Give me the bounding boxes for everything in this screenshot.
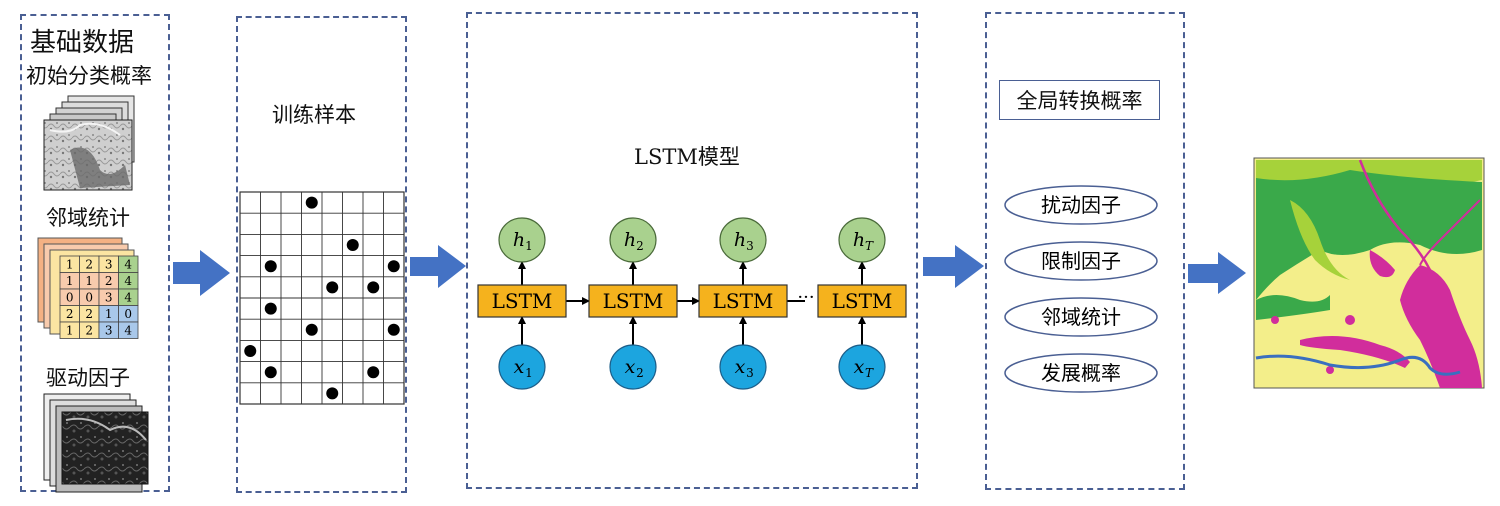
sample-point	[367, 366, 380, 379]
hidden-state-node	[838, 217, 886, 263]
input-label: x	[854, 356, 865, 378]
hidden-state-subscript: 1	[525, 239, 533, 253]
lstm-cell-label: LSTM	[603, 289, 664, 313]
neighbor-cell-value: 1	[85, 274, 93, 288]
input-label: x	[735, 356, 746, 378]
arrow-2	[410, 245, 466, 288]
neighbor-cell-value: 0	[66, 291, 74, 305]
neighbor-cell-value: 3	[105, 324, 113, 338]
factor-label: 发展概率	[1041, 361, 1121, 385]
lstm-cell-label: LSTM	[832, 289, 893, 313]
global-probability-title-box: 全局转换概率	[999, 80, 1160, 120]
arrow-4	[1188, 252, 1246, 294]
result-map	[1253, 157, 1485, 389]
sample-point	[305, 323, 318, 336]
input-node	[719, 344, 767, 390]
sample-point	[367, 281, 380, 294]
global-probability-title: 全局转换概率	[1016, 89, 1143, 113]
neighbor-cell-value: 1	[105, 307, 113, 321]
hidden-state-node	[498, 217, 546, 263]
input-node	[498, 344, 546, 390]
factor-ellipse	[1004, 241, 1158, 281]
lstm-cell	[477, 284, 567, 318]
arrow-1	[173, 250, 230, 296]
driver-factors-stack	[43, 393, 149, 493]
training-sample-grid	[239, 191, 405, 405]
neighbor-cell-value: 4	[124, 324, 132, 338]
neighbor-cell-value: 2	[85, 258, 93, 272]
lstm-cell-label: LSTM	[713, 289, 774, 313]
neighbor-cell-value: 1	[66, 258, 74, 272]
sample-point	[387, 260, 400, 273]
hidden-state-node	[719, 217, 767, 263]
neighbor-cell-value: 2	[105, 274, 113, 288]
neighbor-cell	[118, 321, 139, 339]
lstm-cell	[698, 284, 788, 318]
hidden-state-node	[609, 217, 657, 263]
neighbor-cell-value: 1	[66, 274, 74, 288]
training-samples-title: 训练样本	[272, 103, 356, 127]
lstm-cell	[817, 284, 907, 318]
neighbor-cell-value: 2	[85, 324, 93, 338]
neighbor-cell-value: 3	[105, 258, 113, 272]
sample-point	[326, 387, 339, 400]
sample-point	[326, 281, 339, 294]
factor-ellipse	[1004, 297, 1158, 337]
factor-label: 邻域统计	[1041, 305, 1121, 329]
lstm-model-title: LSTM模型	[634, 145, 740, 169]
panel-lstm-model	[466, 12, 918, 489]
initial-probability-stack	[43, 95, 135, 191]
factor-label: 限制因子	[1041, 249, 1121, 273]
hidden-state-label: h	[624, 229, 636, 251]
arrow-3	[923, 245, 984, 288]
factor-ellipse	[1004, 185, 1158, 225]
input-label: x	[625, 356, 636, 378]
flow-arrows	[173, 245, 1246, 296]
hidden-state-label: h	[734, 229, 746, 251]
neighbor-cell-value: 2	[66, 307, 74, 321]
hidden-state-subscript: 2	[636, 239, 644, 253]
hidden-state-label: h	[853, 229, 865, 251]
neighbor-cell-value: 4	[124, 274, 132, 288]
factor-ellipse	[1004, 353, 1158, 393]
sample-point	[264, 302, 277, 315]
base-data-title: 基础数据	[30, 28, 135, 58]
sample-point	[387, 323, 400, 336]
factor-label: 扰动因子	[1041, 193, 1121, 217]
hidden-state-subscript: 3	[746, 239, 754, 253]
sample-point	[244, 345, 257, 357]
neighbor-cell-value: 2	[85, 307, 93, 321]
sample-point	[346, 239, 359, 251]
neighbor-cell-value: 0	[124, 307, 132, 321]
panel-training-samples	[236, 16, 407, 493]
input-subscript: 2	[636, 366, 644, 380]
neighbor-cell-value: 1	[66, 324, 74, 338]
input-subscript: 1	[525, 366, 533, 380]
neighborhood-label: 邻域统计	[46, 206, 130, 230]
hidden-state-label: h	[513, 229, 525, 251]
input-label: x	[514, 356, 525, 378]
lstm-ellipsis: ···	[797, 287, 814, 308]
neighbor-cell-value: 4	[124, 291, 132, 305]
sample-point	[305, 196, 318, 209]
lstm-cell	[588, 284, 678, 318]
panel-global-probability	[985, 12, 1185, 490]
initial-probability-label: 初始分类概率	[26, 64, 152, 88]
neighbor-cell-value: 0	[85, 291, 93, 305]
neighbor-cell-value: 3	[105, 291, 113, 305]
input-node	[838, 344, 886, 390]
sample-point	[264, 260, 277, 273]
input-subscript: T	[865, 366, 874, 380]
neighbor-cell-value: 4	[124, 258, 132, 272]
driver-factors-label: 驱动因子	[46, 366, 130, 390]
hidden-state-subscript: T	[865, 239, 874, 253]
input-subscript: 3	[746, 366, 754, 380]
input-node	[609, 344, 657, 390]
lstm-cell-label: LSTM	[492, 289, 553, 313]
sample-point	[264, 366, 277, 379]
